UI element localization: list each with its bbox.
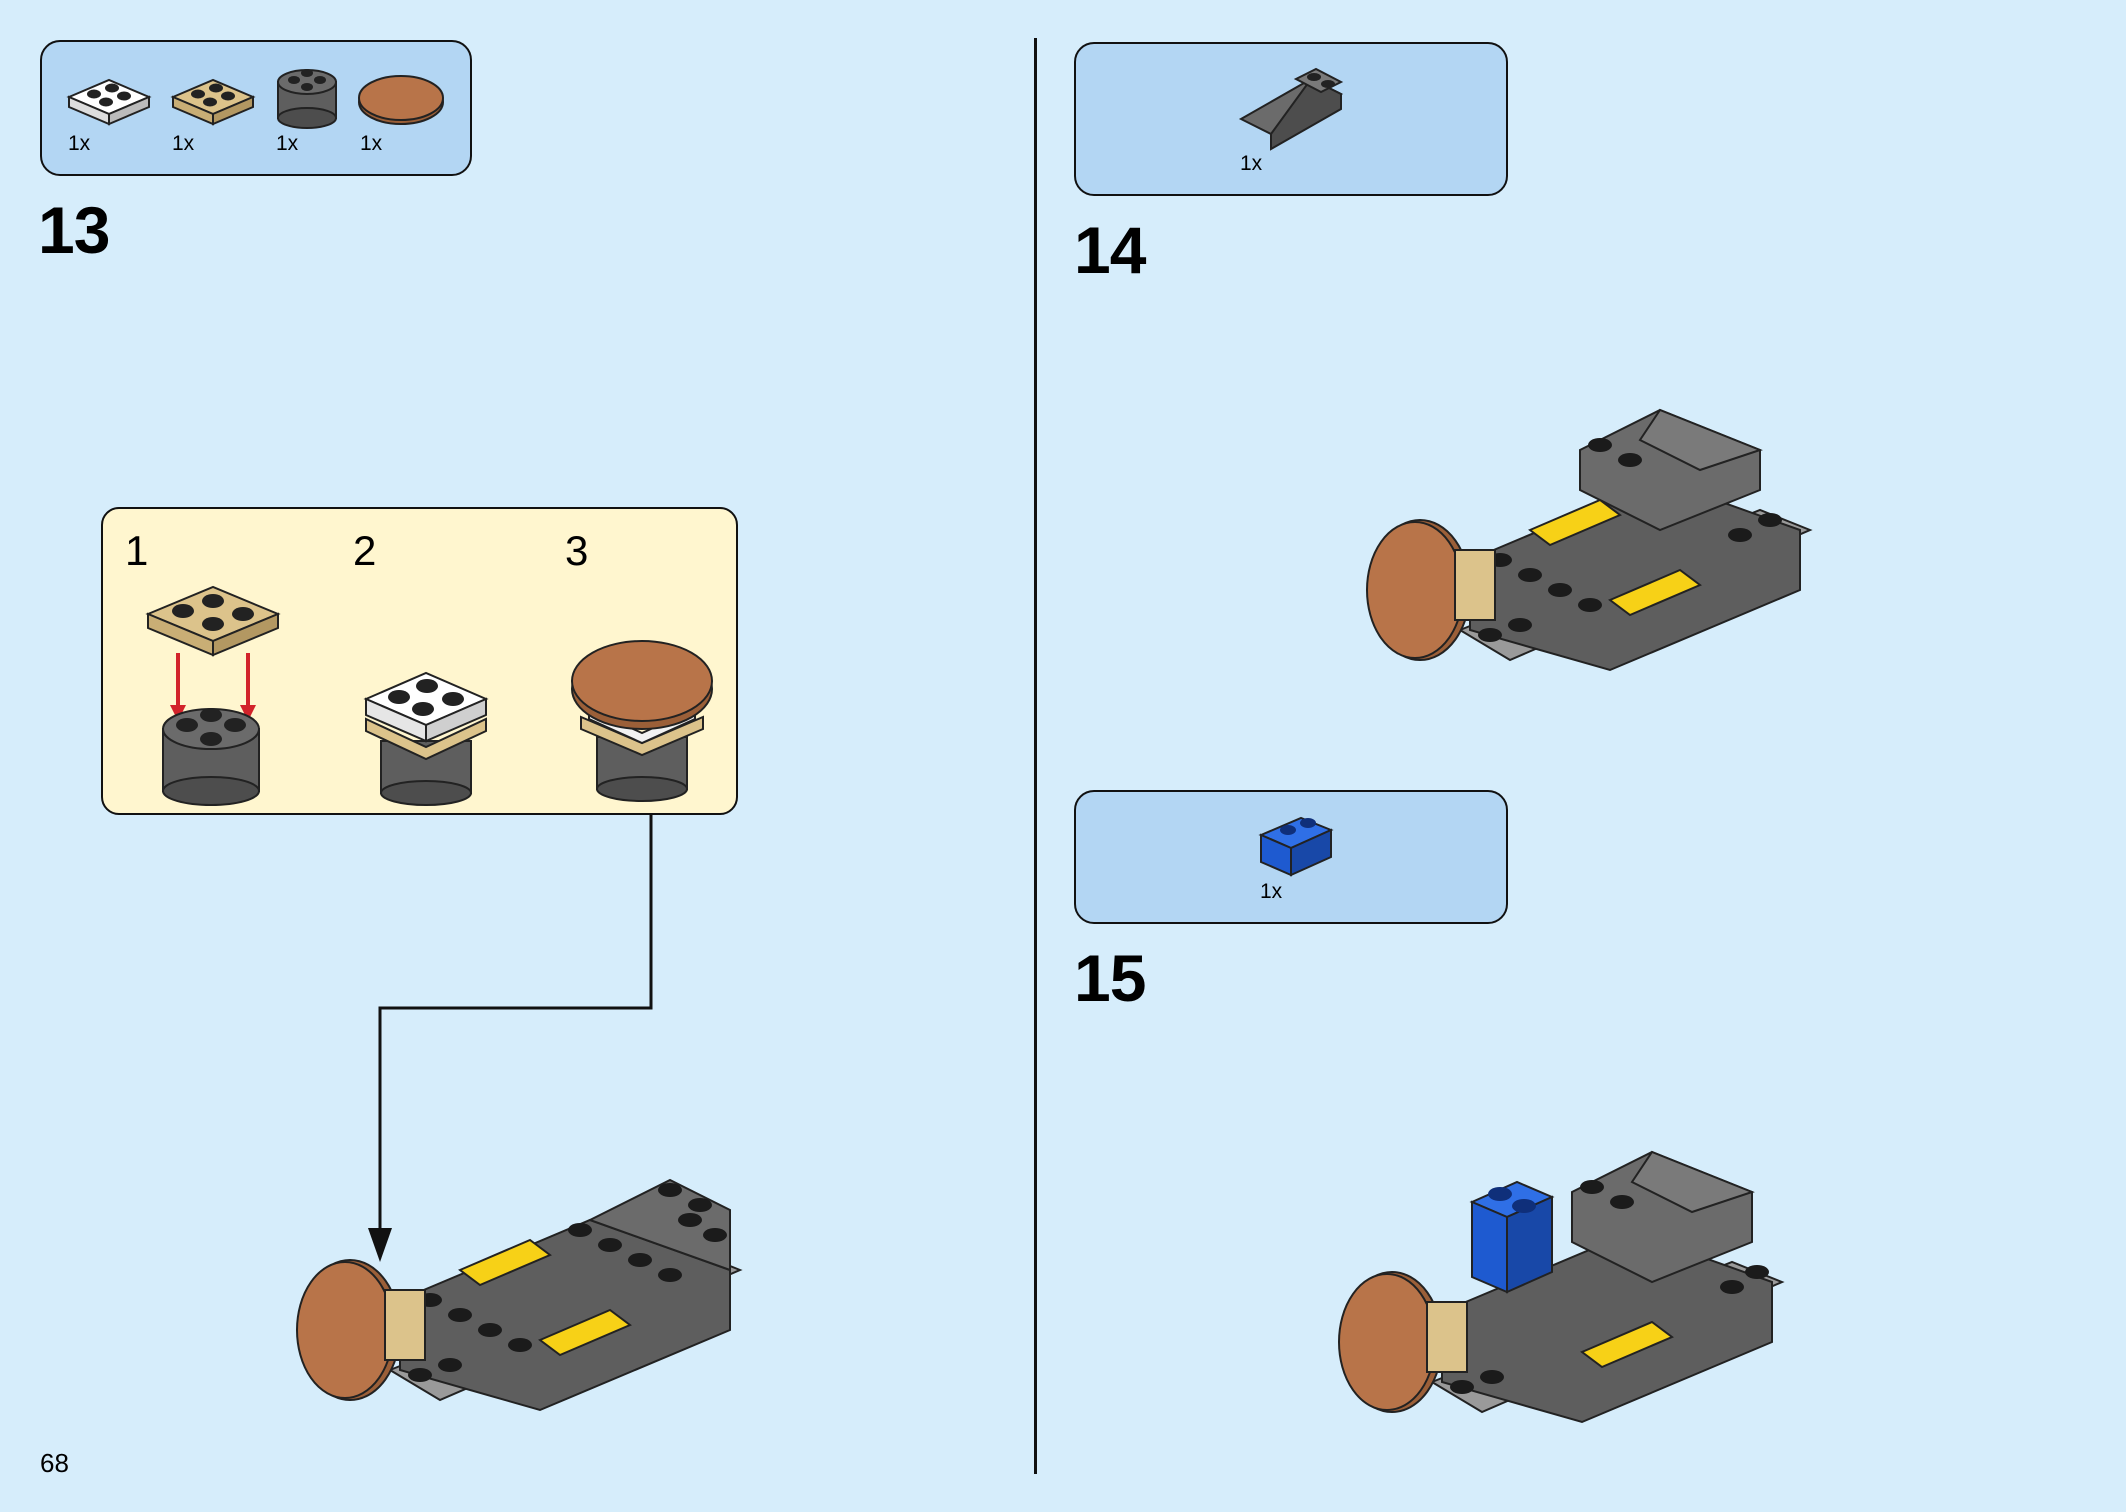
part-qty: 1x <box>172 132 195 155</box>
subassembly-box: 1 2 3 <box>101 507 738 815</box>
brown-round-tile-2x2-icon <box>358 75 444 125</box>
step-13-model <box>296 1178 743 1412</box>
part-qty: 1x <box>68 132 91 155</box>
part-qty: 1x <box>360 132 383 155</box>
substep-number-2: 2 <box>353 527 377 574</box>
tan-plate-2x2-icon <box>170 78 256 126</box>
dark-gray-round-brick-2x2-icon <box>277 69 337 129</box>
parts-list-step-15: 1x <box>1074 790 1508 924</box>
substep-number-1: 1 <box>125 527 149 574</box>
white-plate-2x2-icon <box>66 78 152 126</box>
parts-list-step-14: 1x <box>1074 42 1508 196</box>
parts-list-step-13: 1x 1x 1x 1x <box>40 40 472 176</box>
step-number-13: 13 <box>38 193 110 267</box>
step-15-model <box>1338 1150 1785 1424</box>
substep-3-illustration <box>571 640 713 802</box>
substep-1-illustration <box>145 585 281 806</box>
step-number-15: 15 <box>1074 941 1146 1015</box>
part-qty: 1x <box>1260 880 1283 903</box>
page-number: 68 <box>40 1448 69 1478</box>
step-14-model <box>1366 408 1813 672</box>
blue-brick-1x2-icon <box>1258 816 1334 877</box>
dark-gray-slope-icon <box>1238 67 1344 151</box>
substep-number-3: 3 <box>565 527 589 574</box>
part-qty: 1x <box>1240 152 1263 175</box>
substep-2-illustration <box>363 671 489 806</box>
step-number-14: 14 <box>1074 213 1146 287</box>
part-qty: 1x <box>276 132 299 155</box>
page-divider <box>1034 38 1037 1474</box>
